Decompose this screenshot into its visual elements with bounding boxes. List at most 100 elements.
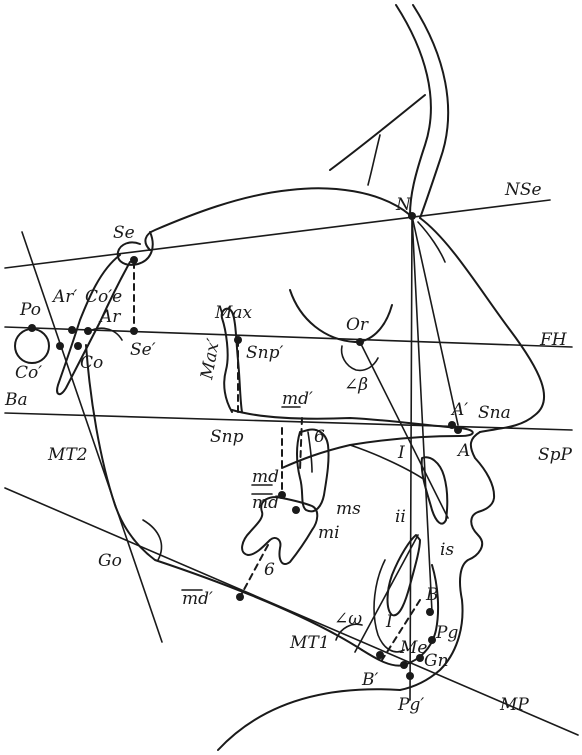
label-ba: Ba [4, 390, 28, 410]
frontal-sinus-branch [367, 134, 381, 186]
omega-angle-arc [335, 623, 363, 641]
label-mt1: MT1 [289, 633, 330, 653]
label-six-upper: 6 [314, 427, 325, 447]
nse-line [4, 199, 551, 269]
beta-angle-arc [340, 345, 379, 372]
nasal-bone [417, 221, 446, 263]
lower-incisor [386, 534, 421, 617]
label-md-bar: md [252, 493, 279, 513]
mt2-line [21, 231, 163, 643]
point-gn [416, 654, 424, 662]
point-ar-prime [68, 326, 76, 334]
n-a-line [411, 215, 459, 426]
label-mp: MP [499, 695, 529, 715]
label-angle-beta: ∠β [344, 375, 368, 395]
point-b [426, 608, 434, 616]
label-a-prime: A′ [450, 400, 468, 420]
ramus-posterior [85, 344, 363, 651]
label-fh: FH [539, 330, 568, 350]
md-prime-lower-projection [239, 544, 269, 598]
point-labels: N Se Po Ar′ Co′e Ar Se′ Co Co′ Ba Max Ma… [4, 195, 511, 715]
reference-lines [4, 199, 579, 736]
label-nse: NSe [504, 180, 542, 200]
lower-incisor-axis-line [354, 534, 419, 653]
point-se-prime [130, 327, 138, 335]
point-se [130, 256, 138, 264]
or-incisor-line [359, 341, 449, 519]
neck-outline [217, 688, 401, 751]
point-snp-prime [234, 336, 242, 344]
point-co-prime [56, 342, 64, 350]
label-me: Me [399, 638, 427, 658]
maxilla-anterior [349, 444, 426, 481]
palate-outline [231, 409, 474, 469]
point-b-prime [376, 651, 384, 659]
label-sna: Sna [478, 403, 511, 423]
nose-profile [419, 217, 545, 433]
label-angle-omega: ∠ω [334, 609, 362, 629]
point-pg-prime [406, 672, 414, 680]
point-po [28, 324, 36, 332]
lower-molar [241, 496, 319, 566]
sella-turcica [116, 231, 154, 266]
anatomy-outlines [56, 4, 545, 751]
angle-labels: ∠β ∠ω [334, 375, 368, 629]
label-mi: mi [318, 523, 340, 543]
point-co [74, 342, 82, 350]
teeth [241, 428, 449, 617]
label-go: Go [98, 551, 122, 571]
label-co: Co [80, 353, 103, 373]
mandible-symphysis [361, 564, 440, 667]
label-co-prime: Co′ [15, 363, 42, 383]
n-b-line [411, 215, 433, 613]
point-a-prime [448, 421, 456, 429]
label-ms: ms [336, 499, 361, 519]
point-me [400, 661, 408, 669]
point-md-lower [292, 506, 300, 514]
label-md-prime-upper: md′ [282, 389, 313, 409]
point-n [408, 212, 416, 220]
go-angle-arc [142, 519, 163, 561]
label-or: Or [346, 315, 369, 335]
point-md-upper [278, 491, 286, 499]
label-pg: Pg [435, 623, 458, 643]
n-vertical-line [409, 215, 413, 701]
label-max-prime: Max′ [197, 337, 224, 382]
label-ar: Ar [98, 307, 121, 327]
landmark-points [28, 212, 462, 680]
md-upper-projection [299, 417, 303, 471]
label-b: B [425, 585, 439, 605]
point-go [236, 593, 244, 601]
label-ii: ii [395, 507, 406, 527]
ear-rod-circle [14, 328, 50, 364]
label-snp: Snp [210, 427, 244, 447]
upper-incisor [420, 456, 449, 525]
symphysis-inner [373, 559, 405, 653]
label-md: md [252, 467, 279, 487]
point-a [454, 426, 462, 434]
label-i-lower: I [385, 612, 393, 632]
label-pg-prime: Pg′ [397, 695, 424, 715]
label-b-prime: B′ [361, 670, 378, 690]
label-i-upper: I [397, 443, 405, 463]
upper-molar [296, 428, 330, 513]
lip-profile [399, 431, 496, 691]
label-se: Se [113, 223, 135, 243]
frontal-bone-outer [395, 4, 432, 216]
label-spp: SpP [538, 445, 573, 465]
spp-line [4, 412, 573, 431]
label-co-e-prime: Co′e [85, 287, 122, 307]
condyle-outline [56, 254, 131, 396]
label-md-bar-prime: md′ [182, 589, 213, 609]
label-snp-prime: Snp′ [246, 343, 283, 363]
label-gn: Gn [424, 651, 449, 671]
label-ar-prime: Ar′ [51, 287, 77, 307]
point-or [356, 338, 364, 346]
frontal-bone-inner [412, 4, 450, 219]
frontal-sinus-curve [329, 94, 426, 171]
cranial-base-outline [144, 187, 411, 251]
label-is: is [440, 540, 454, 560]
label-six-lower: 6 [264, 560, 275, 580]
point-pg [428, 636, 436, 644]
